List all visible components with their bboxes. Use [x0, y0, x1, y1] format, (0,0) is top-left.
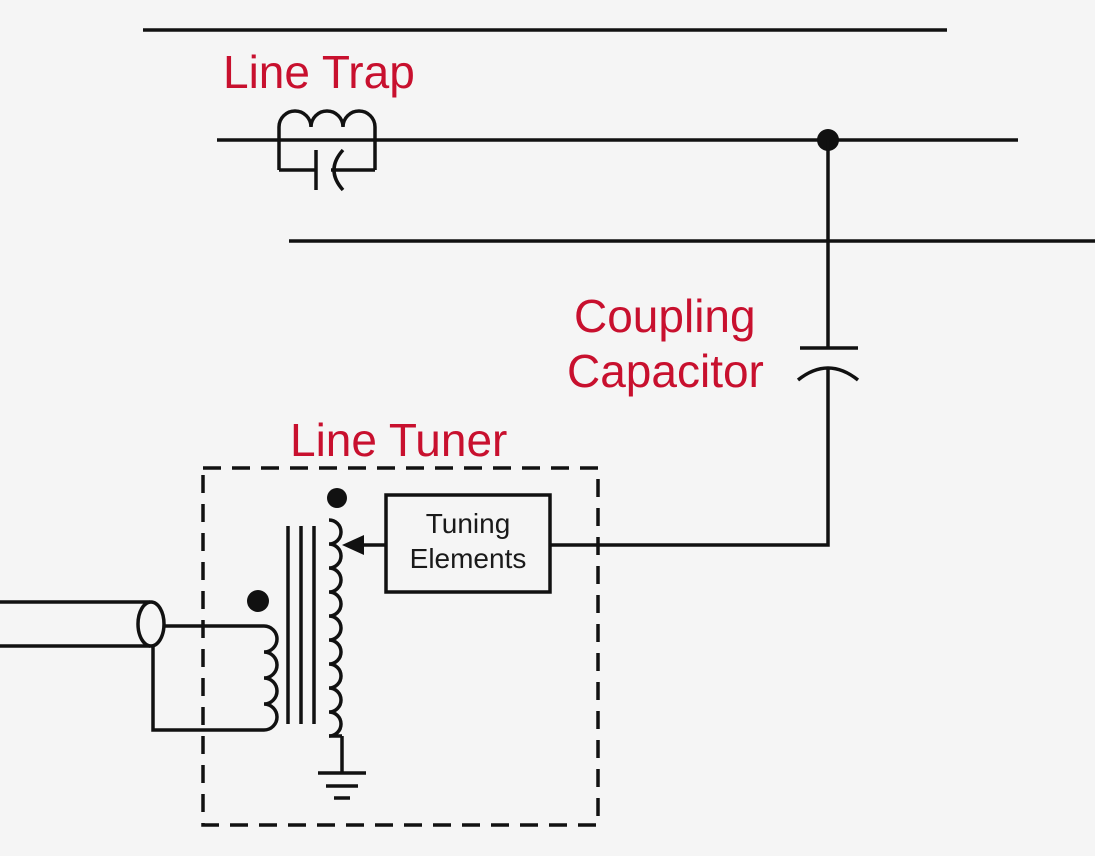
transformer-core — [286, 526, 316, 724]
secondary-polarity-dot — [327, 488, 347, 508]
tuning-elements-label: Tuning Elements — [386, 506, 550, 576]
coupling-capacitor-label-line2: Capacitor — [567, 345, 764, 397]
tap-arrow-head — [342, 535, 364, 555]
tuning-elements-label-line1: Tuning — [425, 508, 511, 539]
ground-icon — [318, 771, 366, 800]
line-tuner-label: Line Tuner — [290, 414, 508, 466]
coupling-capacitor-label-line1: Coupling — [574, 290, 756, 342]
coaxial-cable — [0, 600, 264, 732]
secondary-coil — [328, 518, 344, 773]
line-trap-symbol — [277, 109, 377, 192]
primary-polarity-dot — [247, 590, 269, 612]
primary-coil — [263, 624, 279, 732]
line-trap-label: Line Trap — [223, 46, 415, 98]
coupling-lead-bottom — [550, 368, 830, 547]
tuning-elements-label-line2: Elements — [409, 543, 527, 574]
